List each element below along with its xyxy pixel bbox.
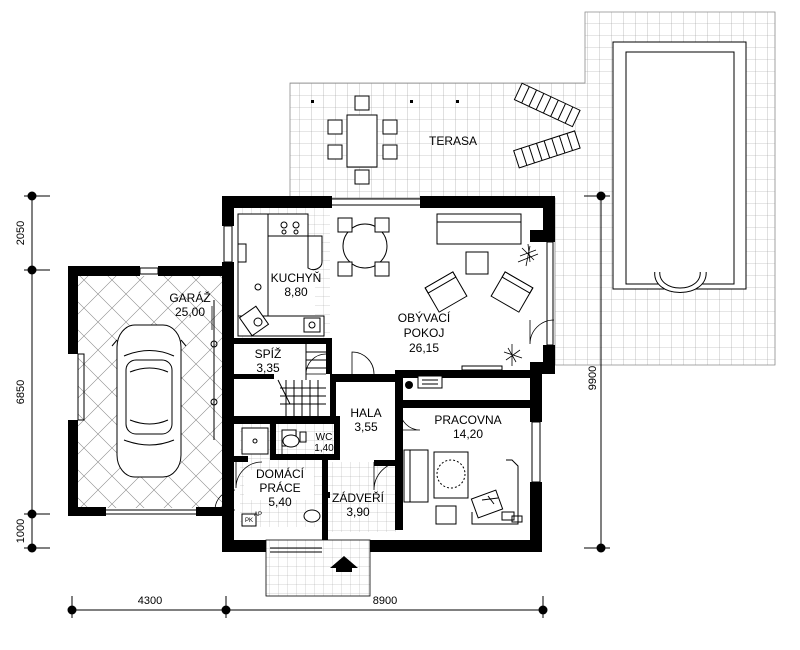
dim-left-1000: 1000 xyxy=(15,519,27,543)
dining-set xyxy=(327,95,398,185)
room-label-wc: WC xyxy=(316,432,333,443)
dimension-bottom: 4300 8900 xyxy=(67,595,548,618)
room-area-domaci: 5,40 xyxy=(268,495,292,509)
dim-left-2050: 2050 xyxy=(15,221,27,245)
dim-bottom-4300: 4300 xyxy=(138,595,162,607)
dim-right-9900: 9900 xyxy=(587,366,599,390)
room-area-wc: 1,40 xyxy=(314,443,334,454)
room-label-prace: PRÁCE xyxy=(259,480,300,495)
room-area-hala: 3,55 xyxy=(354,420,378,434)
room-label-spiz: SPÍŽ xyxy=(255,346,282,361)
label-ap: AP xyxy=(254,512,262,518)
room-label-hala: HALA xyxy=(350,406,381,420)
room-label-garaz: GARÁŽ xyxy=(169,290,210,305)
entrance-steps xyxy=(265,539,371,597)
kitchen-furniture xyxy=(237,213,390,337)
room-area-garaz: 25,00 xyxy=(175,305,205,319)
dim-bottom-8900: 8900 xyxy=(373,595,397,607)
room-area-kuchyn: 8,80 xyxy=(284,285,308,299)
doors xyxy=(211,306,555,511)
car-icon xyxy=(111,300,218,478)
plant-icon xyxy=(503,243,539,366)
sun-lounger-icon xyxy=(513,82,581,169)
room-label-pracovna: PRACOVNA xyxy=(434,413,501,427)
stairs xyxy=(274,344,326,416)
room-label-kuchyn: KUCHYŇ xyxy=(271,270,322,285)
room-area-obyvaci: 26,15 xyxy=(409,341,439,355)
room-labels: GARÁŽ 25,00 KUCHYŇ 8,80 OBÝVACÍ POKOJ 26… xyxy=(169,270,501,519)
study-furniture xyxy=(403,449,523,525)
bathroom-fixtures: PK AP xyxy=(241,427,321,527)
entrance-arrow-icon xyxy=(330,556,358,572)
room-label-pokoj: POKOJ xyxy=(404,326,445,340)
living-furniture xyxy=(405,213,539,389)
room-area-spiz: 3,35 xyxy=(256,361,280,375)
garage-walls xyxy=(68,266,228,516)
room-label-terasa: TERASA xyxy=(429,134,477,148)
label-pk: PK xyxy=(245,518,253,524)
house-walls xyxy=(222,196,555,552)
room-area-zadveri: 3,90 xyxy=(346,505,370,519)
room-label-zadveri: ZÁDVEŘÍ xyxy=(332,490,385,505)
pool xyxy=(612,41,747,293)
room-label-domaci: DOMÁCÍ xyxy=(256,466,305,481)
dim-left-6850: 6850 xyxy=(15,380,27,404)
room-label-obyvaci: OBÝVACÍ xyxy=(398,310,451,325)
room-area-pracovna: 14,20 xyxy=(453,427,483,441)
wet-floors xyxy=(240,424,396,532)
dimension-left: 2050 6850 1000 xyxy=(15,191,50,553)
dimension-right: 9900 xyxy=(584,191,610,553)
